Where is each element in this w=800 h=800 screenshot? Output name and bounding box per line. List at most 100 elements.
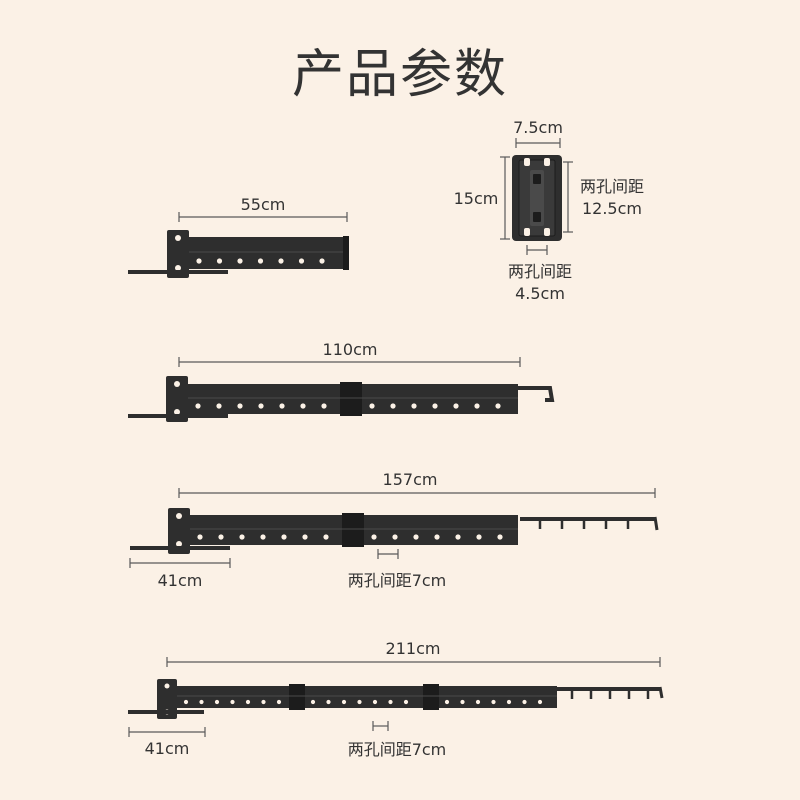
hanging-hole (245, 699, 251, 705)
bracket-hole-bottom-left (524, 228, 530, 236)
rack-4-wall-plate (157, 679, 177, 719)
rack-1-wall-plate (167, 230, 189, 278)
rack-3-arm-section-2 (364, 515, 518, 545)
rack-2-arm-section-2 (362, 384, 518, 414)
hanging-hole (183, 699, 189, 705)
bracket-height-label: 15cm (454, 189, 499, 208)
rack-3-hinge (342, 513, 364, 547)
rack-4-arm-section-2 (305, 686, 423, 708)
hanging-hole (276, 699, 282, 705)
hanging-hole (495, 403, 501, 409)
rack-2-length-label: 110cm (323, 340, 378, 359)
hanging-hole (261, 699, 266, 705)
hanging-hole (310, 699, 316, 705)
rack-2-wall-plate (166, 376, 188, 422)
hanging-hole (278, 258, 284, 264)
hanging-hole (298, 258, 305, 264)
hanging-hole (372, 699, 378, 705)
hanging-hole (237, 258, 243, 264)
rack-55cm: 55cm (128, 195, 349, 278)
hanging-hole (460, 699, 465, 705)
hanging-hole (371, 534, 377, 540)
hanging-hole (491, 699, 496, 705)
hanging-hole (475, 699, 481, 705)
hanging-hole (199, 699, 204, 705)
hanging-hole (357, 699, 362, 705)
rack-4-arm-section-3 (439, 686, 557, 708)
hanging-hole (453, 403, 459, 409)
rack-4-bar (128, 710, 204, 714)
hanging-hole (522, 699, 527, 705)
rack-2-arm-section-1 (188, 384, 340, 414)
hanging-hole (239, 534, 245, 540)
rack-3-holes (197, 534, 503, 540)
hanging-hole (444, 699, 450, 705)
rack-4-hole-spacing-label: 两孔间距7cm (348, 740, 447, 759)
rack-3-extension-rail (520, 517, 656, 521)
rack-4-extension-hooks (570, 691, 650, 699)
hanging-hole (432, 403, 438, 409)
bracket-horizontal-hole-value: 4.5cm (515, 284, 565, 303)
rack-2-hinge (340, 382, 362, 416)
hanging-hole (474, 403, 480, 409)
hanging-hole (326, 699, 331, 705)
rack-2-end-hook (518, 386, 555, 402)
hanging-hole (506, 699, 512, 705)
rack-1-holes (196, 258, 325, 264)
hanging-hole (279, 403, 285, 409)
rack-3-hole-spacing-label: 两孔间距7cm (348, 571, 447, 590)
rack-4-arm-section-1 (177, 686, 289, 708)
hanging-hole (196, 258, 202, 264)
hanging-hole (413, 534, 419, 540)
hanging-hole (321, 403, 327, 409)
hanging-hole (302, 534, 308, 540)
hanging-hole (323, 534, 329, 540)
rack-4-hinge-2 (423, 684, 439, 710)
hanging-hole (369, 403, 375, 409)
rack-2-holes (195, 403, 501, 409)
rack-3-arm-section-1 (190, 515, 342, 545)
hanging-hole (300, 403, 306, 409)
rack-4-hinge-1 (289, 684, 305, 710)
hanging-hole (257, 258, 264, 264)
rack-1-bar (128, 270, 228, 274)
bracket-hole-top-left (524, 158, 530, 166)
rack-157cm: 157cm 41cm 两孔间距7cm (129, 470, 659, 590)
hanging-hole (455, 534, 461, 540)
hanging-hole (237, 403, 243, 409)
hanging-hole (392, 534, 398, 540)
bracket-horizontal-hole-label: 两孔间距 (508, 262, 572, 281)
hanging-hole (216, 258, 223, 264)
rack-3-extension-hooks (538, 521, 630, 529)
hanging-hole (319, 258, 325, 264)
bracket-hole-bottom-right (544, 228, 550, 236)
hanging-hole (388, 699, 393, 705)
hanging-hole (497, 534, 503, 540)
hanging-hole (537, 699, 543, 705)
rack-4-holes (183, 699, 543, 705)
bracket-hole-top-right (544, 158, 550, 166)
rack-1-arm (189, 237, 347, 269)
rack-2-bar (128, 414, 228, 418)
bracket-vertical-hole-value: 12.5cm (582, 199, 642, 218)
rack-211cm: 211cm 41cm 两孔间距7cm (128, 639, 664, 759)
rack-4-extension-rail (557, 687, 661, 691)
page-title: 产品参数 (292, 45, 508, 105)
rack-3-bar (130, 546, 230, 550)
hanging-hole (218, 534, 224, 540)
rack-4-bar-label: 41cm (145, 739, 190, 758)
rack-1-length-label: 55cm (241, 195, 286, 214)
mounting-bracket: 7.5cm 15cm 两孔间距 12.5cm 两孔间距 4.5cm (454, 118, 644, 303)
hanging-hole (411, 403, 417, 409)
bracket-width-label: 7.5cm (513, 118, 563, 137)
rack-110cm: 110cm (128, 340, 555, 422)
hanging-hole (403, 699, 409, 705)
rack-3-wall-plate (168, 508, 190, 554)
hanging-hole (260, 534, 266, 540)
rack-3-bar-label: 41cm (158, 571, 203, 590)
hanging-hole (341, 699, 347, 705)
hanging-hole (230, 699, 235, 705)
hanging-hole (197, 534, 203, 540)
hanging-hole (214, 699, 220, 705)
